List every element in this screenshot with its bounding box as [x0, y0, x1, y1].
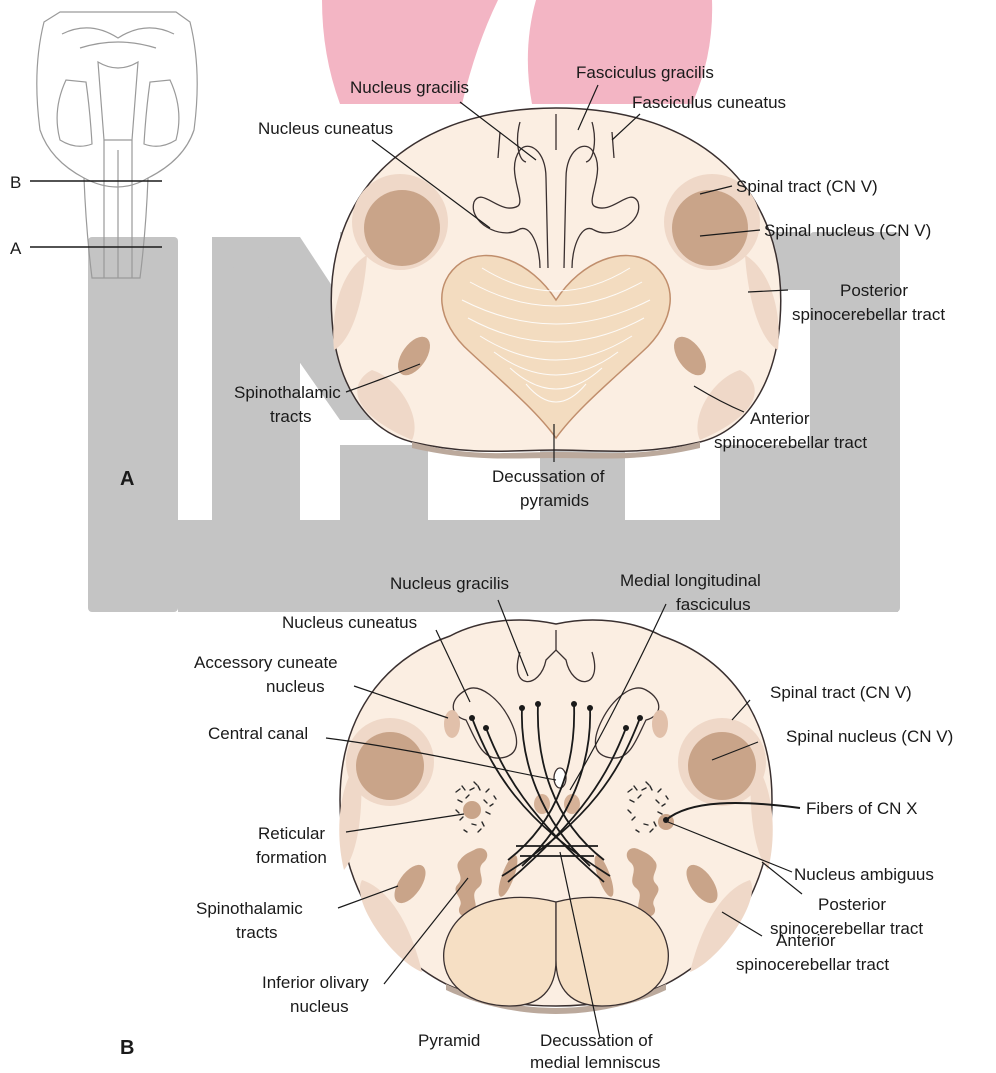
label-b-spinal-nucleus: Spinal nucleus (CN V)	[786, 727, 953, 746]
label-a-spinothalamic-1: Spinothalamic	[234, 383, 341, 402]
label-a-spinothalamic-2: tracts	[270, 407, 312, 426]
label-b-accessory-cuneate-2: nucleus	[266, 677, 325, 696]
inset-level-a-label: A	[10, 239, 22, 258]
label-b-central-canal: Central canal	[208, 724, 308, 743]
panel-a-letter: A	[120, 468, 134, 490]
label-a-posterior-spinocerebellar-1: Posterior	[840, 281, 908, 300]
label-b-pyramid: Pyramid	[418, 1031, 480, 1050]
accessory-cuneate-nucleus-right	[652, 710, 668, 738]
label-a-fasciculus-gracilis: Fasciculus gracilis	[576, 63, 714, 82]
label-b-inferior-olivary-1: Inferior olivary	[262, 973, 369, 992]
label-a-spinal-nucleus: Spinal nucleus (CN V)	[764, 221, 931, 240]
label-b-mlf-1: Medial longitudinal	[620, 571, 761, 590]
label-b-anterior-spinocerebellar-2: spinocerebellar tract	[736, 955, 889, 974]
spinal-nucleus-b-right	[688, 732, 756, 800]
label-a-anterior-spinocerebellar-1: Anterior	[750, 409, 810, 428]
label-b-spinal-tract: Spinal tract (CN V)	[770, 683, 912, 702]
label-b-nucleus-ambiguus: Nucleus ambiguus	[794, 865, 934, 884]
label-b-nucleus-cuneatus: Nucleus cuneatus	[282, 613, 417, 632]
label-a-posterior-spinocerebellar-2: spinocerebellar tract	[792, 305, 945, 324]
inset-level-b-label: B	[10, 173, 21, 192]
spinal-nucleus-a-right	[672, 190, 748, 266]
label-b-decussation-ml-2: medial lemniscus	[530, 1053, 660, 1072]
label-a-anterior-spinocerebellar-2: spinocerebellar tract	[714, 433, 867, 452]
panel-b-letter: B	[120, 1037, 134, 1059]
label-b-inferior-olivary-2: nucleus	[290, 997, 349, 1016]
label-a-spinal-tract: Spinal tract (CN V)	[736, 177, 878, 196]
label-a-fasciculus-cuneatus: Fasciculus cuneatus	[632, 93, 786, 112]
label-b-anterior-spinocerebellar-1: Anterior	[776, 931, 836, 950]
spinal-nucleus-a-left	[364, 190, 440, 266]
label-b-mlf-2: fasciculus	[676, 595, 751, 614]
label-a-nucleus-cuneatus: Nucleus cuneatus	[258, 119, 393, 138]
label-b-fibers-cn-x: Fibers of CN X	[806, 799, 917, 818]
label-b-reticular-1: Reticular	[258, 824, 325, 843]
label-b-spinothalamic-2: tracts	[236, 923, 278, 942]
label-a-decussation-pyramids-2: pyramids	[520, 491, 589, 510]
label-b-reticular-2: formation	[256, 848, 327, 867]
label-b-accessory-cuneate-1: Accessory cuneate	[194, 653, 338, 672]
section-b	[339, 620, 800, 1014]
label-b-posterior-spinocerebellar-1: Posterior	[818, 895, 886, 914]
label-a-decussation-pyramids-1: Decussation of	[492, 467, 605, 486]
label-a-nucleus-gracilis: Nucleus gracilis	[350, 78, 469, 97]
accessory-cuneate-nucleus-left	[444, 710, 460, 738]
spinal-nucleus-b-left	[356, 732, 424, 800]
label-b-nucleus-gracilis: Nucleus gracilis	[390, 574, 509, 593]
reticular-formation-nucleus-left	[463, 801, 481, 819]
label-b-decussation-ml-1: Decussation of	[540, 1031, 653, 1050]
label-b-spinothalamic-1: Spinothalamic	[196, 899, 303, 918]
